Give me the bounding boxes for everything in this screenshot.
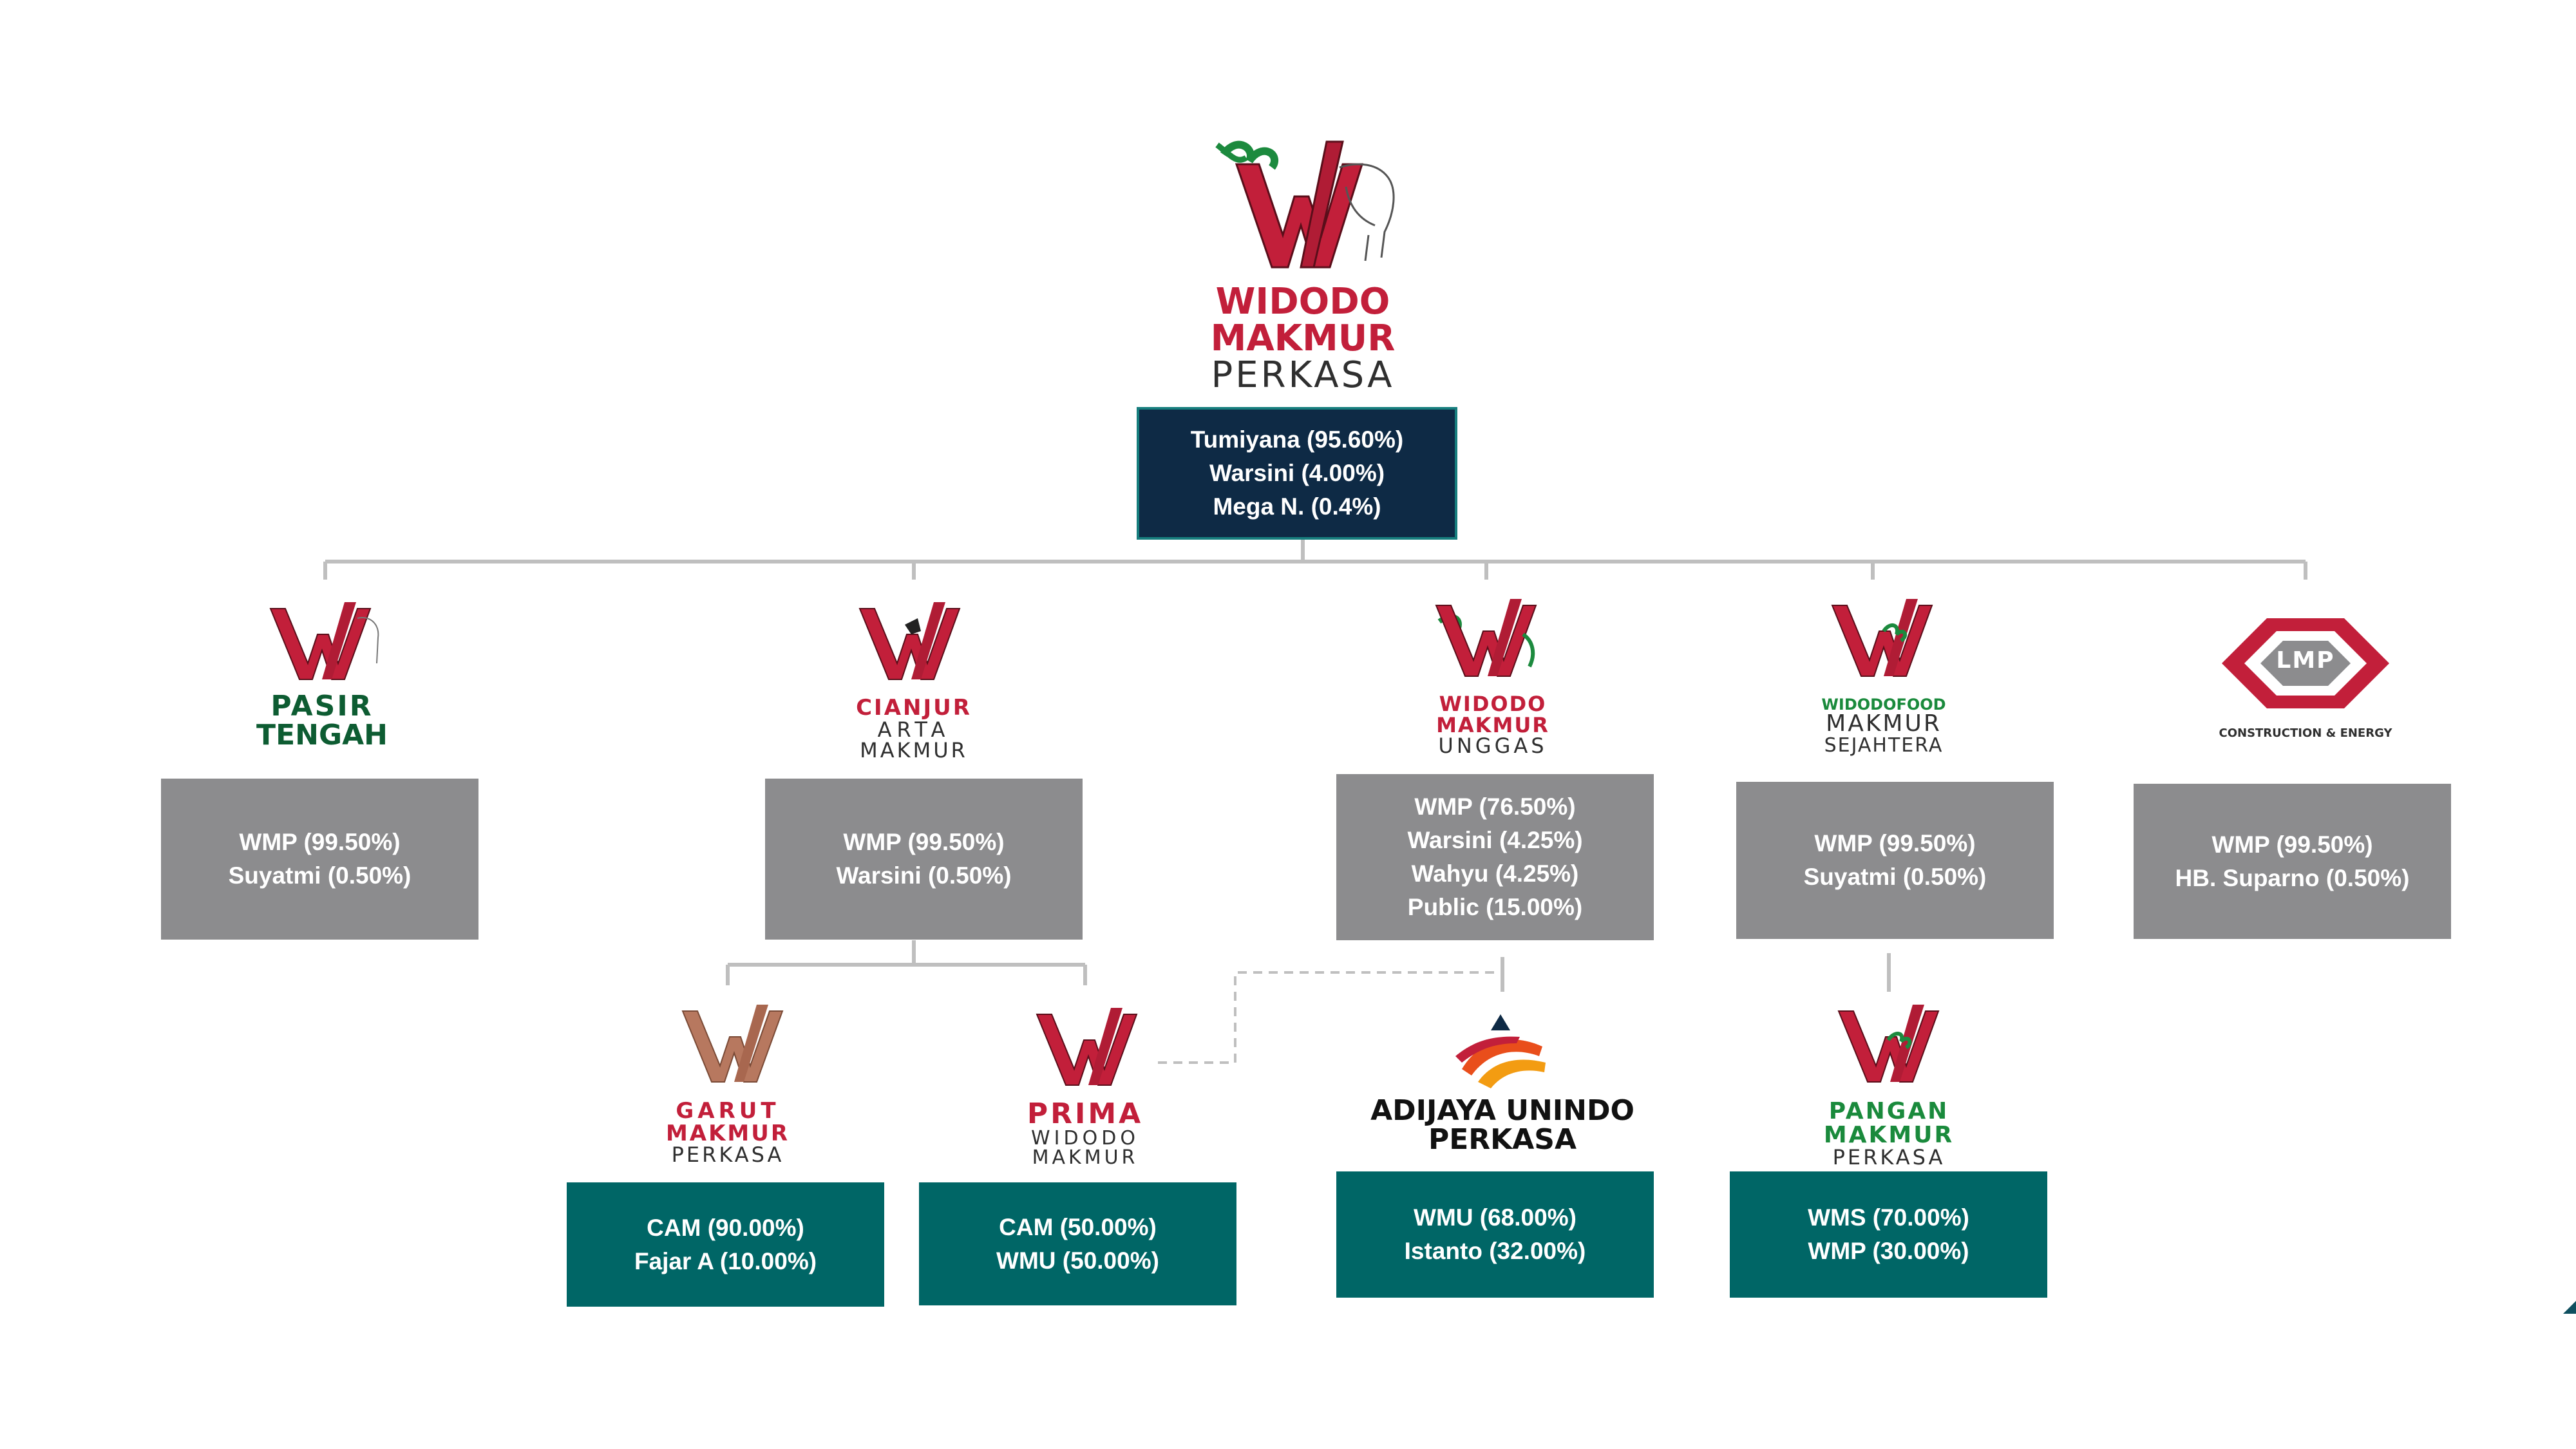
cianjur-owner-2: Warsini (0.50%) [836, 862, 1012, 889]
prima-logo-line1: PRIMA [1027, 1097, 1144, 1130]
garut-logo-text: GARUT MAKMUR PERKASA [666, 1100, 790, 1166]
pasir-tengah-logo-icon [269, 602, 379, 680]
adijaya-ownership-box: WMU (68.00%) Istanto (32.00%) [1336, 1171, 1654, 1298]
prima-owner-2: WMU (50.00%) [996, 1247, 1159, 1274]
pasir-tengah-ownership-box: WMP (99.50%) Suyatmi (0.50%) [161, 779, 478, 940]
widodofood-owner-2: Suyatmi (0.50%) [1803, 864, 1987, 890]
root-logo-line2: MAKMUR [1210, 317, 1396, 360]
prima-widodo-makmur-logo-icon [1036, 1008, 1138, 1086]
widodofood-owner-1: WMP (99.50%) [1814, 830, 1976, 857]
cianjur-ownership-box: WMP (99.50%) Warsini (0.50%) [765, 779, 1083, 940]
widodo-makmur-unggas-logo-icon [1435, 599, 1537, 677]
unggas-ownership-box: WMP (76.50%) Warsini (4.25%) Wahyu (4.25… [1336, 774, 1654, 940]
widodo-makmur-perkasa-logo-icon [1215, 140, 1395, 269]
unggas-logo-line2: MAKMUR [1436, 712, 1549, 737]
widodofood-logo-line1: WIDODOFOOD [1821, 696, 1946, 714]
pasir-tengah-logo-line2: TENGAH [256, 718, 388, 752]
corner-triangle-icon [2563, 1301, 2576, 1314]
lmp-owner-2: HB. Suparno (0.50%) [2175, 864, 2410, 891]
garut-logo-line1: GARUT [676, 1098, 780, 1124]
lmp-logo-line1: CONSTRUCTION & ENERGY [2219, 726, 2392, 740]
pangan-ownership-box: WMS (70.00%) WMP (30.00%) [1730, 1171, 2047, 1298]
prima-ownership-box: CAM (50.00%) WMU (50.00%) [919, 1182, 1236, 1305]
prima-logo-text: PRIMA WIDODO MAKMUR [1027, 1097, 1144, 1170]
adijaya-owner-2: Istanto (32.00%) [1404, 1238, 1586, 1264]
root-owner-3: Mega N. (0.4%) [1213, 493, 1381, 520]
prima-owner-1: CAM (50.00%) [999, 1213, 1157, 1240]
adijaya-logo-line1: ADIJAYA UNINDO [1370, 1094, 1634, 1127]
cianjur-logo-text: CIANJUR ARTA MAKMUR [856, 697, 972, 761]
unggas-owner-1: WMP (76.50%) [1414, 793, 1576, 820]
root-logo-line1: WIDODO [1215, 281, 1390, 323]
cianjur-logo-line2: ARTA [877, 717, 951, 742]
garut-owner-2: Fajar A (10.00%) [634, 1247, 817, 1274]
garut-logo-line2: MAKMUR [665, 1120, 790, 1146]
pangan-owner-1: WMS (70.00%) [1808, 1204, 1969, 1231]
widodofood-logo-icon [1831, 599, 1933, 677]
root-logo-text: WIDODO MAKMUR PERKASA [1211, 283, 1396, 393]
lmp-ownership-box: WMP (99.50%) HB. Suparno (0.50%) [2134, 784, 2451, 939]
pangan-logo-line1: PANGAN [1828, 1098, 1949, 1124]
adijaya-logo-line2: PERKASA [1428, 1122, 1577, 1156]
root-ownership-box: Tumiyana (95.60%) Warsini (4.00%) Mega N… [1137, 407, 1457, 540]
garut-owner-1: CAM (90.00%) [647, 1214, 804, 1241]
lmp-logo-text: LMP [2276, 649, 2334, 673]
pangan-logo-text: PANGAN MAKMUR PERKASA [1823, 1098, 1955, 1170]
pangan-logo-line2: MAKMUR [1823, 1121, 1955, 1148]
unggas-owner-3: Wahyu (4.25%) [1411, 860, 1579, 887]
pasir-tengah-logo-line1: PASIR [270, 690, 374, 723]
garut-ownership-box: CAM (90.00%) Fajar A (10.00%) [567, 1182, 884, 1307]
lmp-logo-mark: LMP [2276, 647, 2335, 674]
cianjur-arta-makmur-logo-icon [858, 602, 961, 680]
root-owner-1: Tumiyana (95.60%) [1190, 426, 1404, 453]
root-logo-line3: PERKASA [1211, 354, 1395, 397]
prima-logo-line3: MAKMUR [1032, 1146, 1139, 1170]
garut-logo-line3: PERKASA [671, 1142, 784, 1168]
lmp-owner-1: WMP (99.50%) [2211, 831, 2373, 858]
cianjur-owner-1: WMP (99.50%) [843, 829, 1005, 855]
lmp-logo-icon [2222, 618, 2389, 708]
cianjur-logo-line3: MAKMUR [860, 738, 968, 763]
adijaya-unindo-perkasa-logo-icon [1455, 1014, 1546, 1088]
pangan-makmur-perkasa-logo-icon [1837, 1005, 1940, 1083]
pasir-tengah-owner-1: WMP (99.50%) [239, 829, 401, 855]
lmp-logo-subtitle: CONSTRUCTION & ENERGY [2219, 726, 2392, 740]
unggas-owner-2: Warsini (4.25%) [1407, 827, 1583, 853]
pangan-logo-line3: PERKASA [1832, 1145, 1946, 1170]
garut-makmur-perkasa-logo-icon [681, 1005, 784, 1083]
pasir-tengah-logo-text: PASIR TENGAH [256, 692, 388, 750]
unggas-owner-4: Public (15.00%) [1407, 894, 1583, 920]
widodofood-logo-line3: SEJAHTERA [1824, 734, 1944, 757]
cianjur-logo-line1: CIANJUR [856, 695, 972, 721]
adijaya-owner-1: WMU (68.00%) [1414, 1204, 1577, 1231]
pasir-tengah-owner-2: Suyatmi (0.50%) [228, 862, 412, 889]
widodofood-logo-text: WIDODOFOOD MAKMUR SEJAHTERA [1821, 697, 1946, 756]
unggas-logo-text: WIDODO MAKMUR UNGGAS [1436, 694, 1549, 757]
pangan-owner-2: WMP (30.00%) [1808, 1238, 1969, 1264]
widodofood-logo-line2: MAKMUR [1826, 710, 1942, 737]
connector-dashed-prima-unggas [1158, 971, 1502, 1064]
unggas-logo-line1: WIDODO [1439, 692, 1547, 716]
unggas-logo-line3: UNGGAS [1438, 734, 1548, 759]
prima-logo-line2: WIDODO [1031, 1126, 1139, 1150]
root-owner-2: Warsini (4.00%) [1209, 460, 1385, 486]
adijaya-logo-text: ADIJAYA UNINDO PERKASA [1370, 1094, 1634, 1156]
widodofood-ownership-box: WMP (99.50%) Suyatmi (0.50%) [1736, 782, 2054, 939]
